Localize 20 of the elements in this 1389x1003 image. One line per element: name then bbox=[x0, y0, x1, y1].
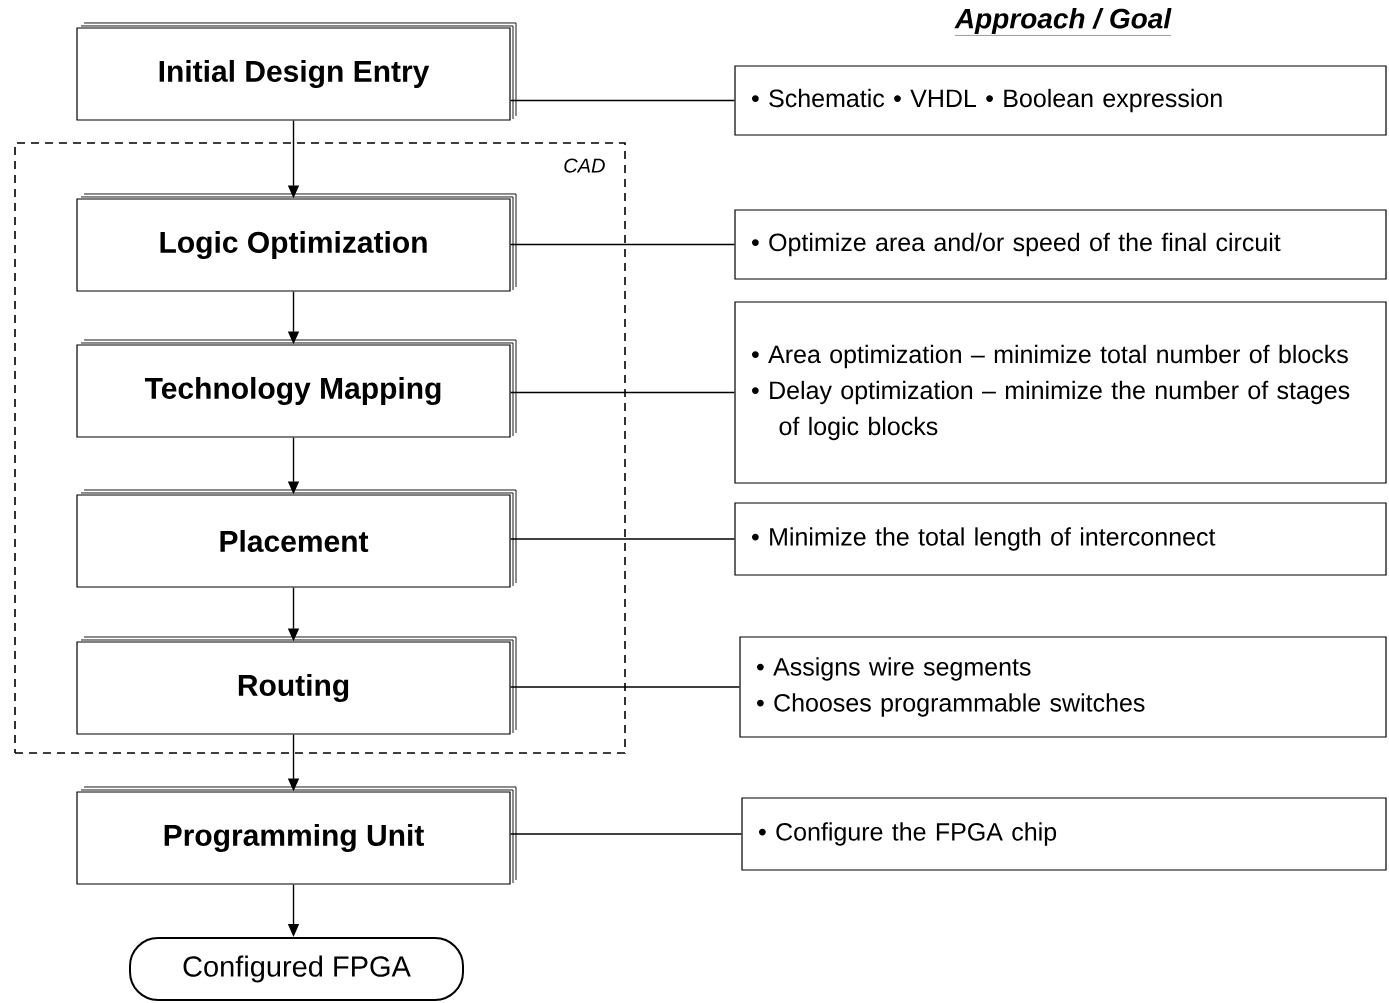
note-box: • Optimize area and/or speed of the final circuit bbox=[734, 209, 1387, 280]
process-box: Routing bbox=[76, 636, 517, 735]
process-box: Technology Mapping bbox=[76, 339, 517, 438]
connector-line bbox=[509, 243, 736, 246]
note-box: • Schematic • VHDL • Boolean expression bbox=[734, 65, 1387, 136]
process-box: Initial Design Entry bbox=[76, 22, 517, 121]
column-heading: Approach / Goal bbox=[954, 7, 1172, 36]
connector-line bbox=[509, 99, 736, 102]
connector-line bbox=[509, 686, 741, 688]
connector-line bbox=[509, 538, 736, 540]
note-box: • Assigns wire segments • Chooses programmable switches bbox=[739, 636, 1387, 738]
process-box: Logic Optimization bbox=[76, 193, 517, 292]
terminal-box: Configured FPGA bbox=[129, 937, 464, 1001]
connector-line bbox=[509, 391, 736, 394]
note-box: • Minimize the total length of interconnect bbox=[734, 502, 1387, 576]
connector-line bbox=[509, 833, 743, 835]
note-box: • Area optimization – minimize total number of blocks • Delay optimization – minimize the number of stages of logic blocks bbox=[734, 301, 1387, 484]
note-box: • Configure the FPGA chip bbox=[741, 797, 1387, 871]
process-box: Placement bbox=[76, 489, 517, 588]
process-box: Programming Unit bbox=[76, 786, 517, 885]
